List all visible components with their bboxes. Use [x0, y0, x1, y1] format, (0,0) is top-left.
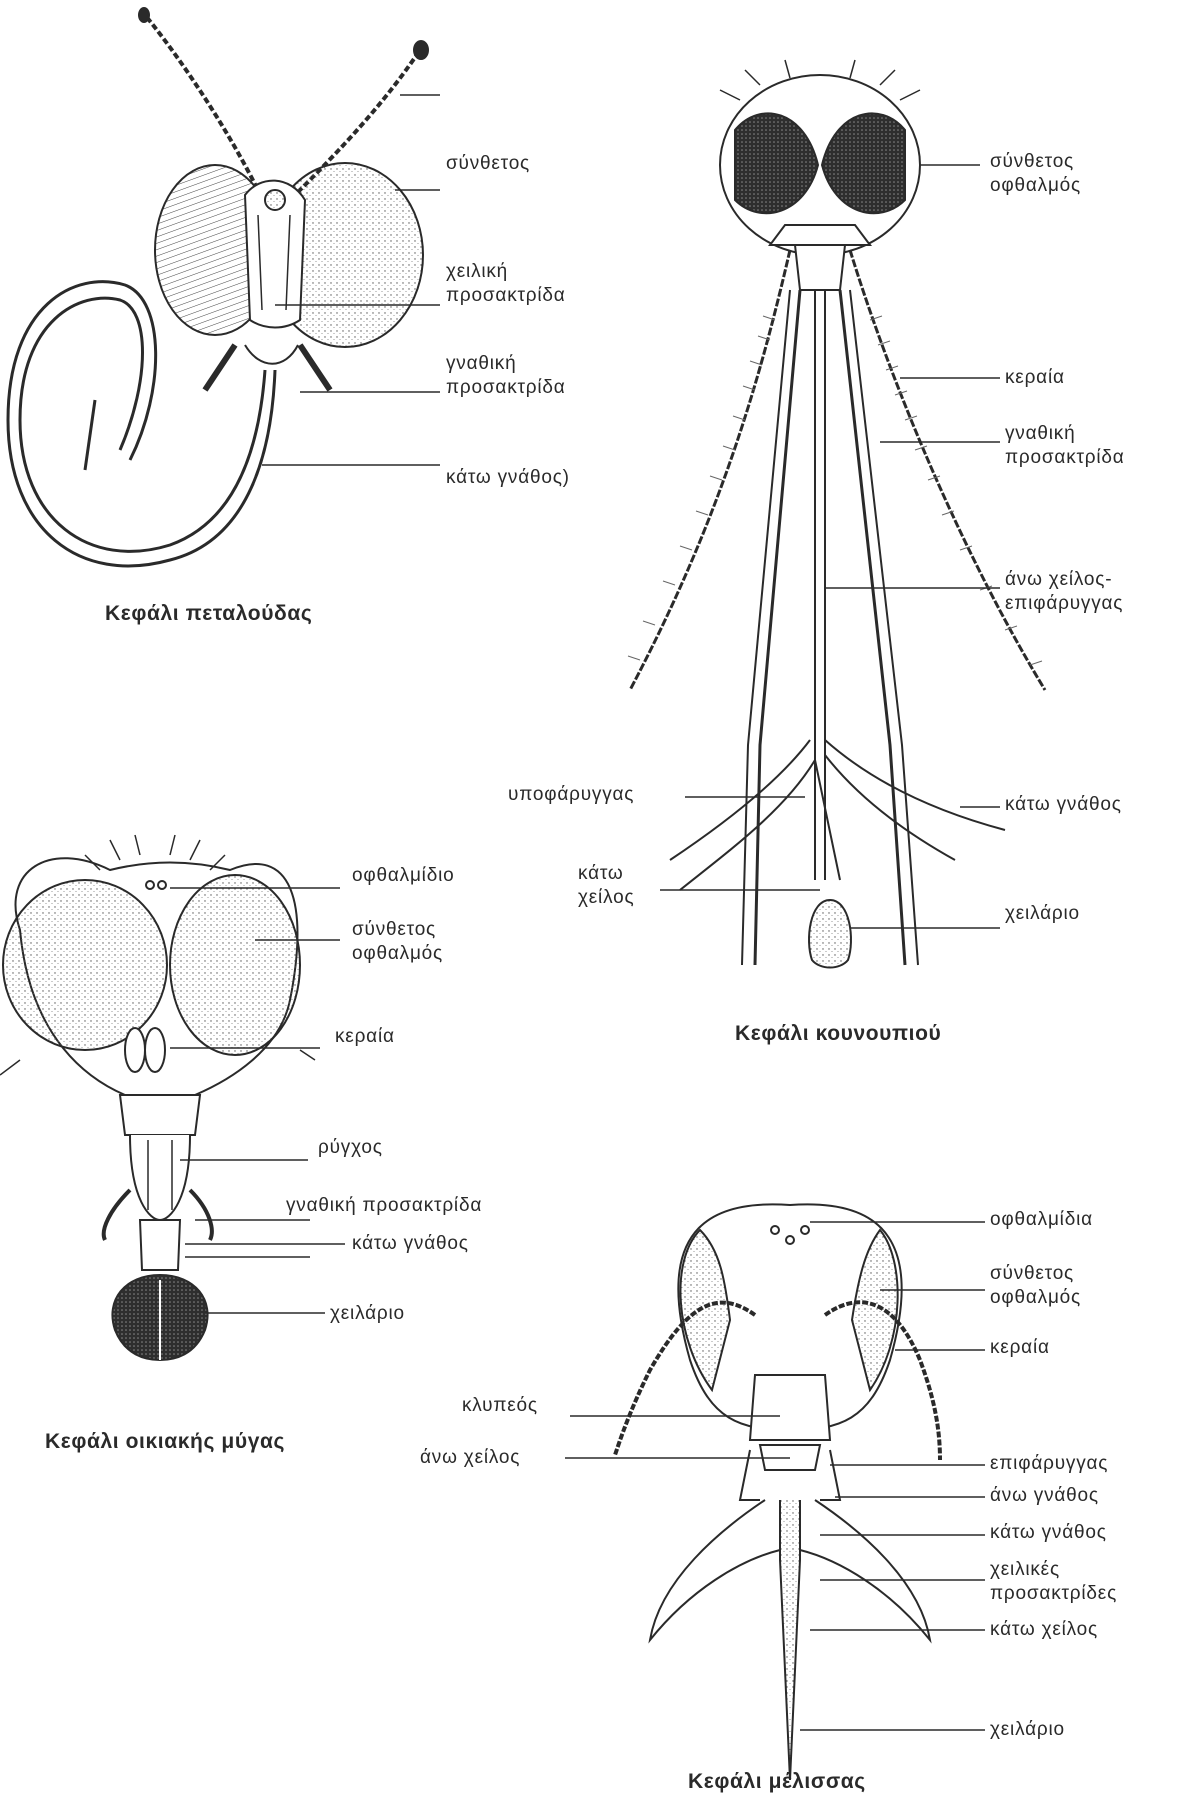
housefly-caption: Κεφάλι οικιακής μύγας — [45, 1430, 285, 1454]
bee-epipharynx-label: επιφάρυγγας — [990, 1452, 1108, 1476]
mosquito-maxilla-label: κάτω γνάθος — [1005, 793, 1122, 817]
mosquito-maxillary-palp-label: γναθική προσακτρίδα — [1005, 422, 1125, 470]
bee-clypeus-label: κλυπεός — [462, 1394, 538, 1418]
housefly-labellum-label: χειλάριο — [330, 1302, 405, 1326]
butterfly-labial-palp-label: χειλική προσακτρίδα — [446, 260, 566, 308]
label-line: χειλική — [446, 260, 566, 284]
bee-compound-eye-label: σύνθετος οφθαλμός — [990, 1262, 1081, 1310]
mosquito-head-illustration — [628, 60, 1045, 968]
bee-mandible-label: άνω γνάθος — [990, 1484, 1099, 1508]
label-line: χείλος — [578, 886, 634, 910]
butterfly-head-illustration — [8, 8, 428, 566]
label-line: προσακτρίδα — [446, 284, 566, 308]
housefly-compound-eye-label: σύνθετος οφθαλμός — [352, 918, 443, 966]
bee-caption: Κεφάλι μέλισσας — [688, 1770, 866, 1794]
label-line: σύνθετος — [990, 1262, 1081, 1286]
label-line: προσακτρίδα — [1005, 446, 1125, 470]
bee-labellum-label: χειλάριο — [990, 1718, 1065, 1742]
mosquito-hypopharynx-label: υποφάρυγγας — [508, 783, 634, 807]
label-line: οφθαλμός — [990, 174, 1081, 198]
mosquito-antenna-label: κεραία — [1005, 366, 1065, 390]
label-line: χειλικές — [990, 1558, 1117, 1582]
label-line: γναθική — [446, 352, 566, 376]
label-line: επιφάρυγγας — [1005, 592, 1123, 616]
butterfly-caption: Κεφάλι πεταλούδας — [105, 602, 312, 626]
housefly-maxillary-palp-label: γναθική προσακτρίδα — [286, 1194, 482, 1218]
label-line: σύνθετος — [990, 150, 1081, 174]
label-line: οφθαλμός — [352, 942, 443, 966]
housefly-head-illustration — [0, 835, 315, 1360]
label-line: κάτω — [578, 862, 634, 886]
bee-maxilla-label: κάτω γνάθος — [990, 1521, 1107, 1545]
bee-ocelli-label: οφθαλμίδια — [990, 1208, 1093, 1232]
butterfly-maxilla-label: κάτω γνάθος) — [446, 466, 570, 490]
bee-labrum-label: άνω χείλος — [420, 1446, 520, 1470]
label-line: σύνθετος — [352, 918, 443, 942]
label-line: άνω χείλος- — [1005, 568, 1123, 592]
mosquito-labium-label: κάτω χείλος — [578, 862, 634, 910]
mosquito-labellum-label: χειλάριο — [1005, 902, 1080, 926]
housefly-ocellus-label: οφθαλμίδιο — [352, 864, 454, 888]
label-line: προσακτρίδες — [990, 1582, 1117, 1606]
butterfly-compound-eye-label: σύνθετος — [446, 152, 530, 176]
bee-labial-palps-label: χειλικές προσακτρίδες — [990, 1558, 1117, 1606]
bee-labium-label: κάτω χείλος — [990, 1618, 1098, 1642]
bee-antenna-label: κεραία — [990, 1336, 1050, 1360]
mosquito-caption: Κεφάλι κουνουπιού — [735, 1022, 941, 1046]
label-line: γναθική — [1005, 422, 1125, 446]
housefly-proboscis-label: ρύγχος — [318, 1136, 383, 1160]
butterfly-maxillary-palp-label: γναθική προσακτρίδα — [446, 352, 566, 400]
housefly-maxilla-label: κάτω γνάθος — [352, 1232, 469, 1256]
mosquito-compound-eye-label: σύνθετος οφθαλμός — [990, 150, 1081, 198]
label-line: προσακτρίδα — [446, 376, 566, 400]
housefly-antenna-label: κεραία — [335, 1025, 395, 1049]
label-line: οφθαλμός — [990, 1286, 1081, 1310]
mosquito-labrum-epipharynx-label: άνω χείλος- επιφάρυγγας — [1005, 568, 1123, 616]
